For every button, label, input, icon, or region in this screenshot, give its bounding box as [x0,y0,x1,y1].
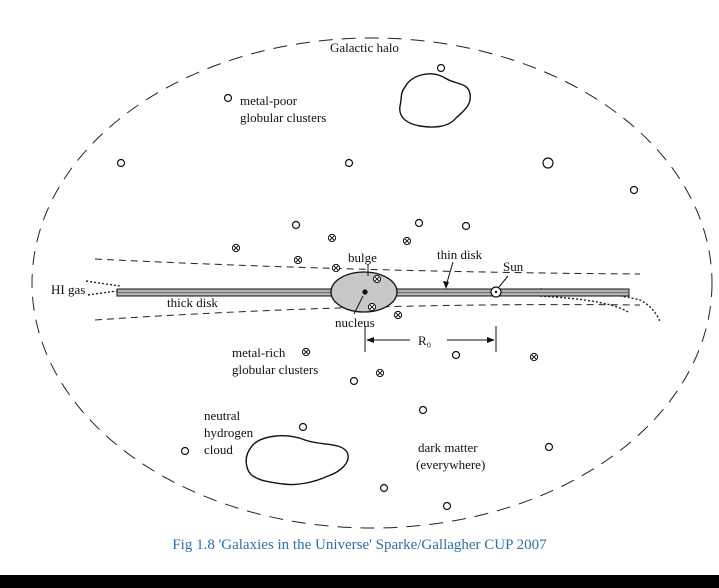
hi-gas-warp-left [85,280,121,296]
metal-rich-cluster [529,352,539,362]
metal-poor-cluster [223,93,233,103]
thick-disk-boundary-upper [94,258,641,275]
upper-hydrogen-cloud [399,73,471,128]
dark-matter-label-line1: dark matter [418,440,478,455]
neutral-hydrogen-label-line1: neutral [204,408,240,423]
metal-poor-cluster [349,376,359,386]
metal-poor-cluster [414,218,424,228]
thin-disk-arrowhead [443,281,449,289]
sun-label: Sun [503,259,524,274]
metal-rich-cluster [402,236,412,246]
metal-poor-cluster [461,221,471,231]
thick-disk-label: thick disk [167,295,218,310]
metal-rich-cluster [231,243,241,253]
metal-rich-label-line1: metal-rich [232,345,286,360]
sun-marker-dot [494,290,498,294]
metal-rich-cluster [293,255,303,265]
neutral-hydrogen-label-line2: hydrogen [204,425,254,440]
neutral-hydrogen-label-line3: cloud [204,442,233,457]
figure-caption: Fig 1.8 'Galaxies in the Universe' Spark… [172,537,547,553]
r0-arrowhead-left [366,337,374,343]
metal-poor-label-line1: metal-poor [240,93,298,108]
metal-poor-cluster [544,442,554,452]
metal-rich-cluster [327,233,337,243]
sun-pointer [498,275,509,288]
metal-poor-label-line2: globular clusters [240,110,326,125]
bulge-label: bulge [348,250,377,265]
metal-poor-cluster [344,158,354,168]
lower-hydrogen-cloud [245,435,349,486]
metal-rich-cluster [372,274,382,284]
nucleus-label: nucleus [335,315,375,330]
dark-matter-label-line2: (everywhere) [416,457,485,472]
metal-poor-cluster [116,158,126,168]
metal-rich-label-line2: globular clusters [232,362,318,377]
metal-rich-cluster [367,302,377,312]
metal-poor-cluster [418,405,428,415]
metal-poor-cluster [436,63,446,73]
metal-poor-cluster [180,446,190,456]
metal-rich-cluster [301,347,311,357]
metal-poor-cluster [542,157,554,169]
nucleus-dot [362,289,368,295]
metal-poor-globular-clusters [116,63,639,511]
galactic-halo-label: Galactic halo [330,40,399,55]
metal-poor-cluster [442,501,452,511]
nucleus-pointer [353,295,364,315]
galactic-halo-outline [31,37,713,529]
hi-gas-warp-right-2 [539,295,629,313]
metal-rich-cluster [331,263,341,273]
r0-label: R₀ [418,333,431,348]
r0-arrowhead-right [487,337,495,343]
metal-poor-cluster [629,185,639,195]
hi-gas-label: HI gas [51,282,85,297]
metal-rich-cluster [393,310,403,320]
metal-poor-cluster [451,350,461,360]
metal-rich-cluster [375,368,385,378]
metal-rich-globular-clusters [231,233,539,378]
thin-disk-label: thin disk [437,247,483,262]
figure-panel: Galactic halo metal-poor globular cluste… [0,0,719,575]
metal-poor-cluster [291,220,301,230]
galaxy-diagram: Galactic halo metal-poor globular cluste… [31,37,713,529]
metal-poor-cluster [298,422,308,432]
metal-poor-cluster [379,483,389,493]
